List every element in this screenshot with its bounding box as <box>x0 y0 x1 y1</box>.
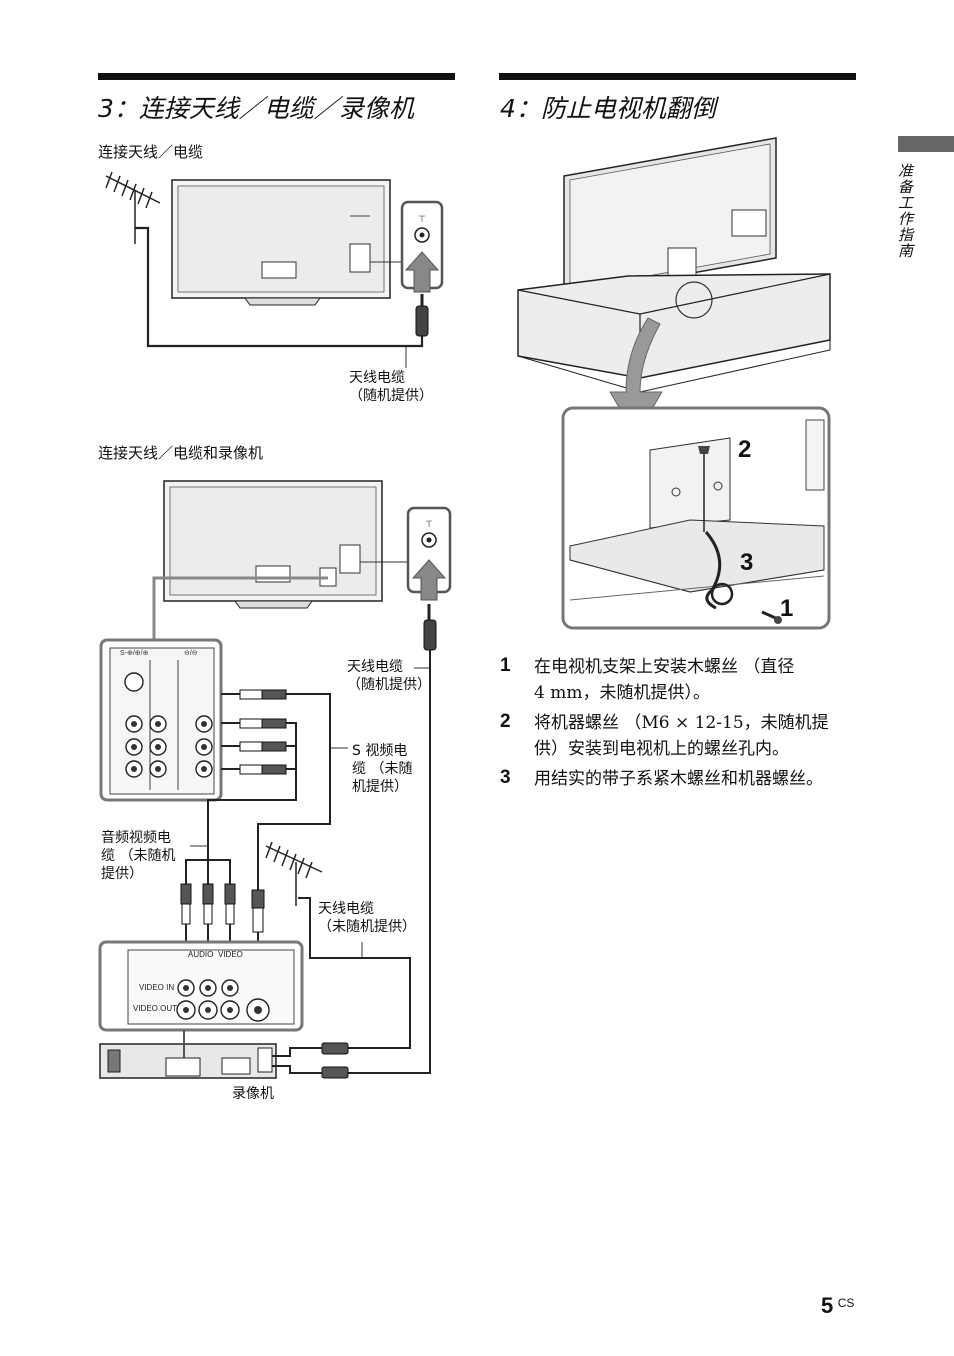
right-section-title: 4：防止电视机翻倒 <box>500 94 716 123</box>
step-3-text: 用结实的带子系紧木螺丝和机器螺丝。 <box>534 769 823 789</box>
antenna-cable-label-3: 天线电缆 （未随机提供） <box>318 901 416 935</box>
page-number: 5 CS <box>821 1293 854 1319</box>
step-1-number: 1 <box>500 655 511 676</box>
vcr-audio-label: AUDIO <box>188 950 213 959</box>
page-number-suffix: CS <box>837 1296 855 1310</box>
svg-text:S-⊕/⊕/⊕: S-⊕/⊕/⊕ <box>120 650 149 657</box>
s-video-cable-label: S 视频电 缆 （未随 机提供） <box>352 743 413 795</box>
svg-text:⊤: ⊤ <box>425 519 433 529</box>
vcr-video-label: VIDEO <box>218 950 243 959</box>
page-number-value: 5 <box>821 1293 834 1318</box>
insert-arrow-icon-2 <box>411 559 447 601</box>
callout-3: 3 <box>740 549 753 576</box>
insert-arrow-icon <box>404 251 440 293</box>
step-2-number: 2 <box>500 711 511 732</box>
vcr-video-out-label: VIDEO OUT <box>133 1004 177 1013</box>
vcr-illustration <box>99 1030 277 1079</box>
side-tab-label: 准备工作指南 <box>896 163 914 259</box>
vcr-video-in-label: VIDEO IN <box>139 983 174 992</box>
antenna-icon <box>105 171 161 244</box>
left-title-rule <box>98 73 455 80</box>
antenna-icon-2 <box>265 841 323 906</box>
step-1-text: 在电视机支架上安装木螺丝 （直径 4 mm，未随机提供）。 <box>534 657 795 703</box>
side-tab-marker <box>898 136 954 152</box>
right-title-rule <box>499 73 856 80</box>
left-section-title: 3：连接天线／电缆／录像机 <box>98 94 414 123</box>
step-3-number: 3 <box>500 767 511 788</box>
antenna-cable-label-1: 天线电缆 （随机提供） <box>349 370 433 404</box>
antenna-cable-label-2: 天线电缆 （随机提供） <box>347 659 431 693</box>
subsection-antenna-title: 连接天线／电缆 <box>98 143 204 161</box>
step-2-text: 将机器螺丝 （M6 × 12-15，未随机提 供）安装到电视机上的螺丝孔内。 <box>534 713 829 759</box>
callout-2: 2 <box>738 436 751 463</box>
subsection-antenna-vcr-title: 连接天线／电缆和录像机 <box>98 444 264 462</box>
tv-rack-illustration <box>517 273 831 393</box>
svg-text:⊤: ⊤ <box>418 214 426 224</box>
av-cable-label: 音频视频电 缆 （未随机 提供） <box>101 830 176 882</box>
callout-1: 1 <box>780 595 793 622</box>
vcr-label: 录像机 <box>232 1086 274 1102</box>
svg-text:⊖/⊖: ⊖/⊖ <box>184 650 198 657</box>
tv-back-illustration <box>171 179 391 306</box>
